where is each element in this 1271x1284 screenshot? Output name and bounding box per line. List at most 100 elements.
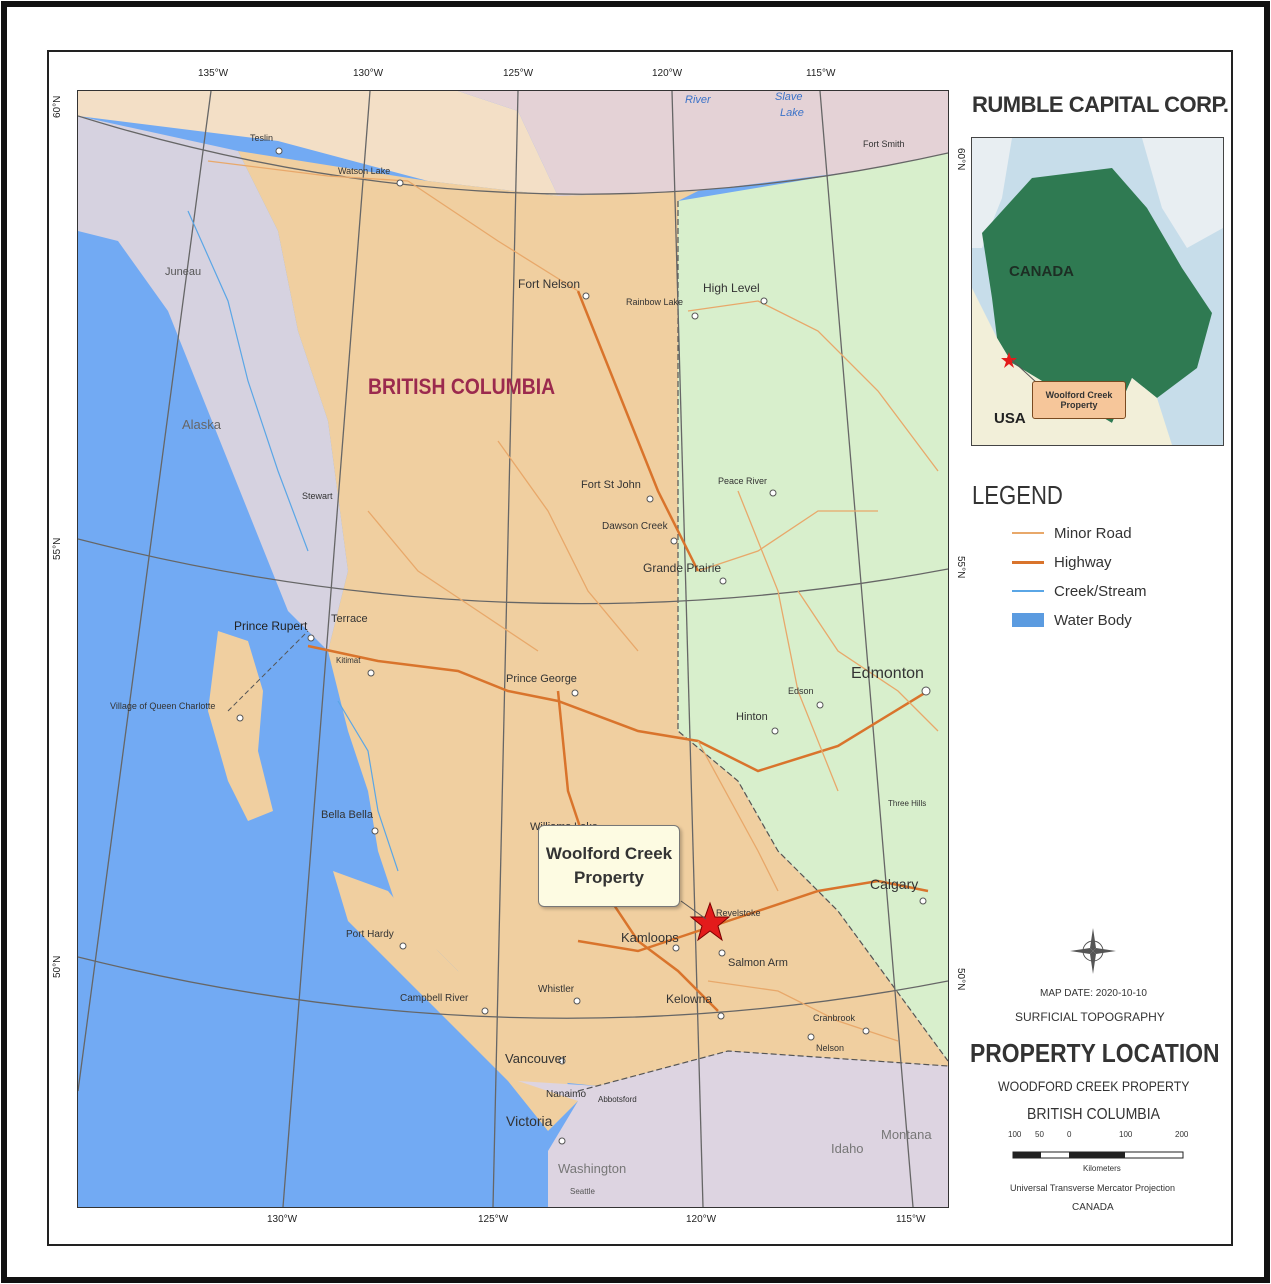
highway-alaska [576,290,700,572]
label-hinton: Hinton [736,711,768,723]
legend-swatch [1012,613,1044,627]
compass-rose-icon [1070,928,1116,974]
tick-left-60: 60°N [52,95,63,118]
inset-property-star [1001,352,1017,368]
minor-road-6 [367,510,539,652]
label-edmonton: Edmonton [851,665,924,682]
projection-note: Universal Transverse Mercator Projection [1010,1183,1176,1193]
highway-yellowhead [307,644,929,773]
label-terrace: Terrace [331,613,368,625]
minor-road-2 [407,180,579,292]
tick-right-60: 60°N [955,148,966,171]
legend-label: Minor Road [1054,524,1132,542]
property-name: WOODFORD CREEK PROPERTY [998,1078,1190,1094]
label-fort-smith: Fort Smith [863,139,905,149]
label-calgary: Calgary [870,876,919,892]
property-location-title: PROPERTY LOCATION [970,1038,1220,1068]
tick-right-55: 55°N [955,556,966,579]
label-revelstoke: Revelstoke [716,908,761,918]
label-prince-george: Prince George [506,673,577,685]
legend-swatch [1012,560,1044,564]
label-victoria: Victoria [506,1113,553,1129]
scale-tick-1: 50 [1035,1130,1044,1139]
map-canvas [78,91,948,1207]
legend-swatch [1012,590,1044,592]
label-british-columbia: BRITISH COLUMBIA [368,374,556,399]
map-date: MAP DATE: 2020-10-10 [1040,988,1147,999]
label-edson: Edson [788,686,814,696]
label-fort-st-john: Fort St John [581,479,641,491]
label-kamloops: Kamloops [621,930,679,945]
tick-right-50: 50°N [955,968,966,991]
tick-left-50: 50°N [52,955,63,978]
inset-leader [1011,359,1038,384]
scale-tick-3: 100 [1119,1130,1133,1139]
tick-bottom-130: 130°W [267,1214,298,1225]
callout-leader [680,900,707,920]
legend-label: Highway [1054,553,1112,571]
tick-top-135: 135°W [198,68,229,79]
label-campbell-river: Campbell River [400,993,469,1004]
label-three-hills: Three Hills [888,799,927,808]
longitude-135 [78,91,212,1092]
inset-map[interactable]: CANADA USA Woolford Creek Property [971,137,1224,446]
legend-item: Highway [1012,552,1112,572]
label-alaska: Alaska [182,417,222,432]
company-name: RUMBLE CAPITAL CORP. [972,92,1229,117]
label-prince-rupert: Prince Rupert [234,619,308,633]
highway-trans-canada [577,879,929,953]
label-fort-nelson: Fort Nelson [518,277,581,291]
longitude-125 [492,91,519,1207]
inset-property-line2: Property [1060,400,1098,410]
label-abbotsford: Abbotsford [598,1095,637,1104]
label-cranbrook: Cranbrook [813,1013,856,1023]
inset-arctic-ice [972,138,1012,248]
legend-title: LEGEND [972,480,1063,510]
label-stewart: Stewart [302,491,333,501]
vancouver-island [333,871,578,1131]
legend-swatch [1012,532,1044,534]
yukon-territory [78,91,558,196]
scale-tick-0: 100 [1008,1130,1022,1139]
label-watson-lake: Watson Lake [338,166,391,176]
surficial-topography: SURFICIAL TOPOGRAPHY [1015,1010,1165,1024]
alberta [678,153,948,1061]
label-idaho: Idaho [831,1141,864,1156]
longitude-120 [671,91,704,1207]
minor-road-4 [697,510,878,572]
nwt-territory [458,91,948,196]
minor-road-5 [697,740,779,892]
label-village-queen-charlotte: Village of Queen Charlotte [110,701,216,711]
label-rainbow-lake: Rainbow Lake [626,297,684,307]
alaska-panhandle [78,116,348,651]
latitude-55 [78,538,948,605]
inset-label-canada: CANADA [1009,263,1074,280]
label-teslin: Teslin [250,133,274,143]
legend-item: Water Body [1012,610,1132,630]
property-callout[interactable]: Woolford Creek Property [538,825,680,907]
label-nelson: Nelson [816,1043,845,1053]
label-salmon-arm: Salmon Arm [728,957,788,969]
label-kelowna: Kelowna [666,992,713,1006]
label-whistler: Whistler [538,984,575,995]
main-map[interactable]: BRITISH COLUMBIA Teslin Watson Lake Fort… [77,90,949,1208]
country-note: CANADA [1072,1202,1114,1213]
bc-alberta-border [677,201,948,1062]
callout-line1: Woolford Creek [545,844,673,864]
legend-item: Minor Road [1012,523,1132,543]
canada-us-border [577,1050,948,1092]
label-dawson-creek: Dawson Creek [602,521,668,532]
tick-top-130: 130°W [353,68,384,79]
label-grande-prairie: Grande Prairie [643,561,722,575]
label-bella-bella: Bella Bella [321,809,373,821]
scale-bar: 100 50 0 100 200 Kilometers [1005,1130,1195,1180]
legend-item: Creek/Stream [1012,581,1147,601]
province-name: BRITISH COLUMBIA [1027,1106,1161,1123]
label-high-level: High Level [703,281,760,295]
label-montana: Montana [881,1127,932,1142]
place-markers [236,147,931,1145]
longitude-115 [819,91,914,1207]
property-star[interactable] [689,901,731,942]
tick-top-125: 125°W [503,68,534,79]
